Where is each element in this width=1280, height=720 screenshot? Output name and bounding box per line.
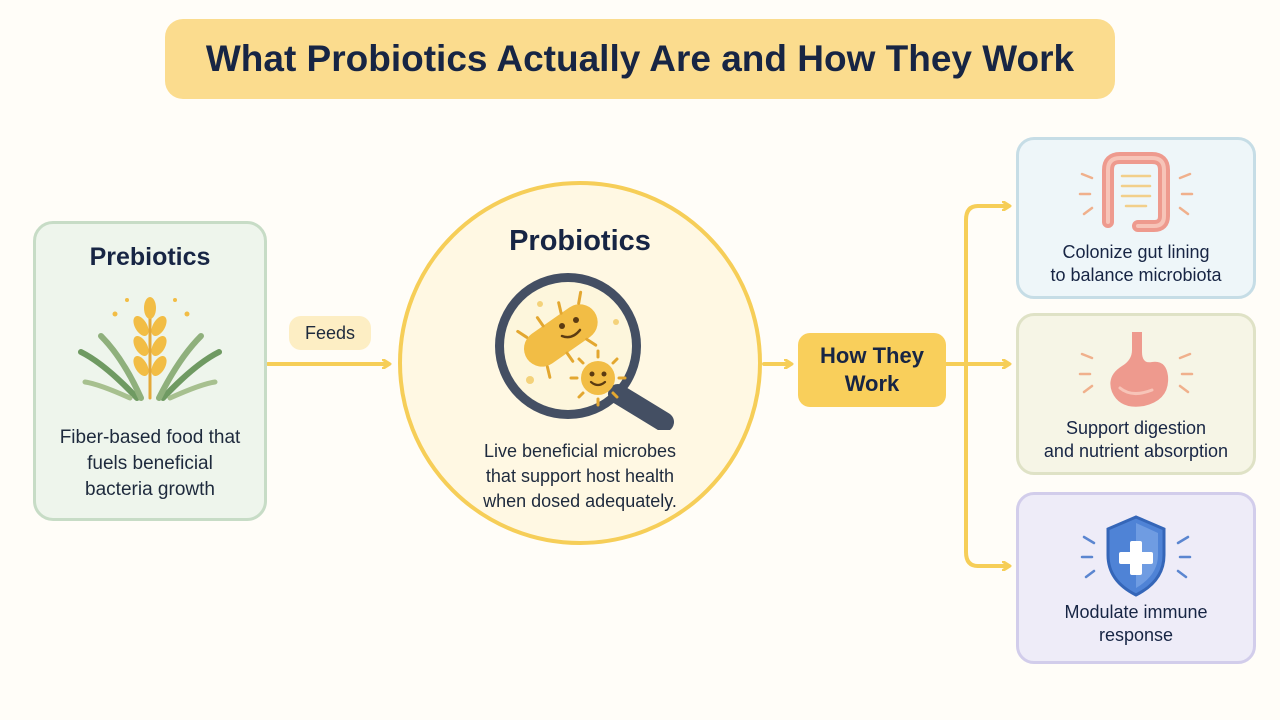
wheat-plant-icon: [78, 297, 222, 401]
prebiotics-line-2: fuels beneficial: [87, 453, 213, 474]
probiotics-line-3: when dosed adequately.: [483, 491, 677, 511]
prebiotics-heading: Prebiotics: [89, 243, 211, 271]
probiotics-circle: Probiotics Live beneficial: [398, 181, 762, 545]
how-they-work-box: How They Work: [798, 333, 946, 407]
effect-colonize-line-1: Colonize gut lining: [1062, 242, 1210, 262]
stomach-icon: [1078, 332, 1194, 407]
prebiotics-description: Fiber-based food that fuels beneficial b…: [36, 425, 264, 503]
effect-immune-line-1: Modulate immune: [1064, 602, 1208, 622]
magnifier-bacteria-icon: [495, 273, 674, 430]
prebiotics-card: Prebiotics Fiber-based food that fuels b…: [33, 221, 267, 521]
effect-digestion-line-2: and nutrient absorption: [1043, 441, 1229, 461]
effect-immune-line-2: response: [1098, 625, 1174, 645]
prebiotics-line-3: bacteria growth: [85, 479, 215, 500]
effect-immune-text: Modulate immune response: [1019, 601, 1253, 647]
probiotics-line-1: Live beneficial microbes: [483, 441, 677, 461]
probiotics-heading: Probiotics: [509, 225, 651, 257]
how-line-2: Work: [844, 371, 900, 396]
arrow-branch-vertical: [964, 204, 980, 568]
effect-card-colonize: Colonize gut lining to balance microbiot…: [1016, 137, 1256, 299]
effect-card-immune: Modulate immune response: [1016, 492, 1256, 664]
effect-card-digestion: Support digestion and nutrient absorptio…: [1016, 313, 1256, 475]
probiotics-line-2: that support host health: [485, 466, 675, 486]
feeds-label: Feeds: [289, 316, 371, 350]
intestine-icon: [1078, 152, 1194, 232]
effect-colonize-line-2: to balance microbiota: [1050, 265, 1222, 285]
effect-colonize-text: Colonize gut lining to balance microbiot…: [1019, 241, 1253, 287]
how-line-1: How They: [820, 343, 924, 368]
probiotics-description: Live beneficial microbes that support ho…: [402, 439, 758, 514]
prebiotics-line-1: Fiber-based food that: [59, 427, 241, 448]
effect-digestion-line-1: Support digestion: [1065, 418, 1207, 438]
page-title: What Probiotics Actually Are and How The…: [165, 19, 1115, 99]
effect-digestion-text: Support digestion and nutrient absorptio…: [1019, 417, 1253, 463]
shield-icon: [1080, 515, 1192, 597]
